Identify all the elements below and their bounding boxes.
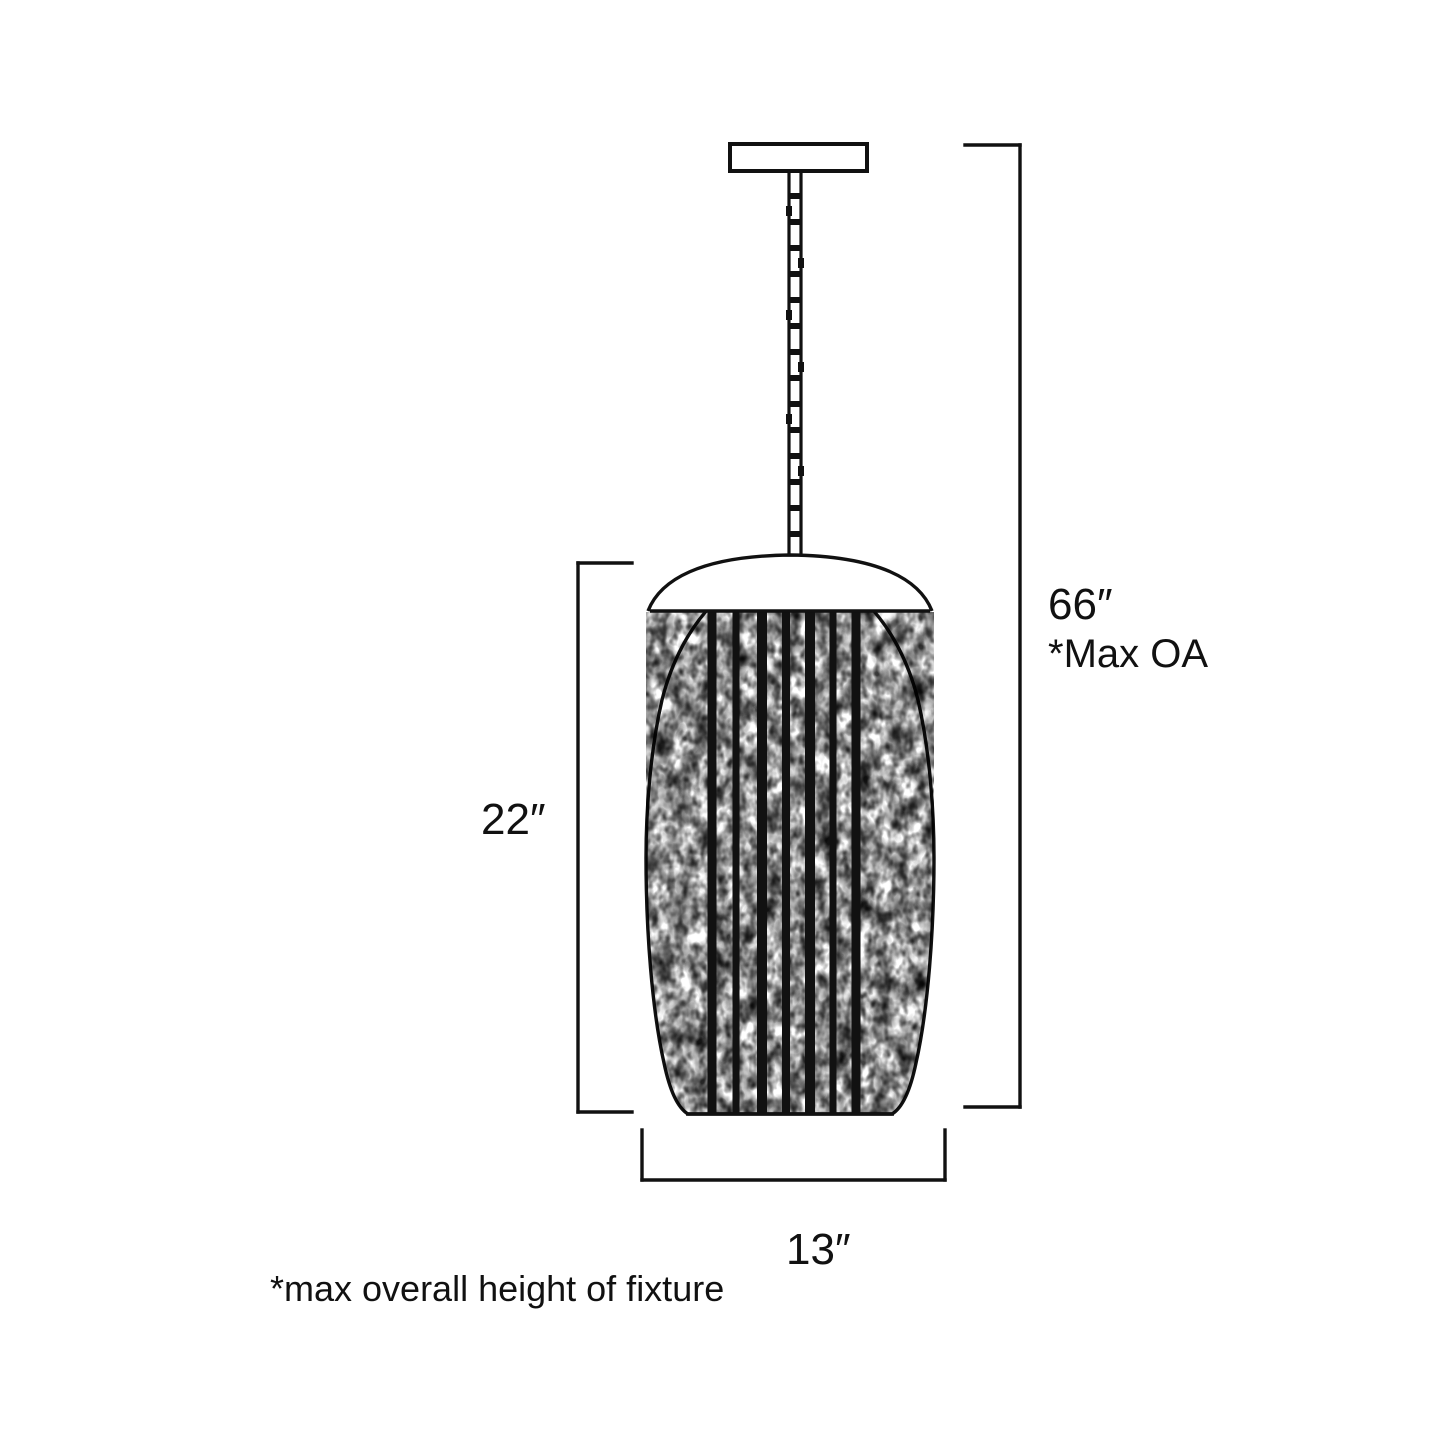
dimension-shade-width — [640, 1128, 947, 1182]
footnote-text: *max overall height of fixture — [270, 1268, 725, 1309]
ceiling-canopy — [728, 142, 869, 173]
overall-height-label: 66″ — [1048, 580, 1113, 629]
glass-shade — [644, 553, 936, 1116]
shade-width-label: 13″ — [786, 1225, 851, 1274]
shade-height-label: 22″ — [481, 795, 546, 844]
chain-stem — [786, 171, 804, 566]
overall-height-note: *Max OA — [1048, 632, 1209, 676]
dimension-shade-height — [576, 561, 634, 1114]
shade-ribs — [707, 612, 861, 1114]
dimension-overall-height — [963, 143, 1022, 1109]
